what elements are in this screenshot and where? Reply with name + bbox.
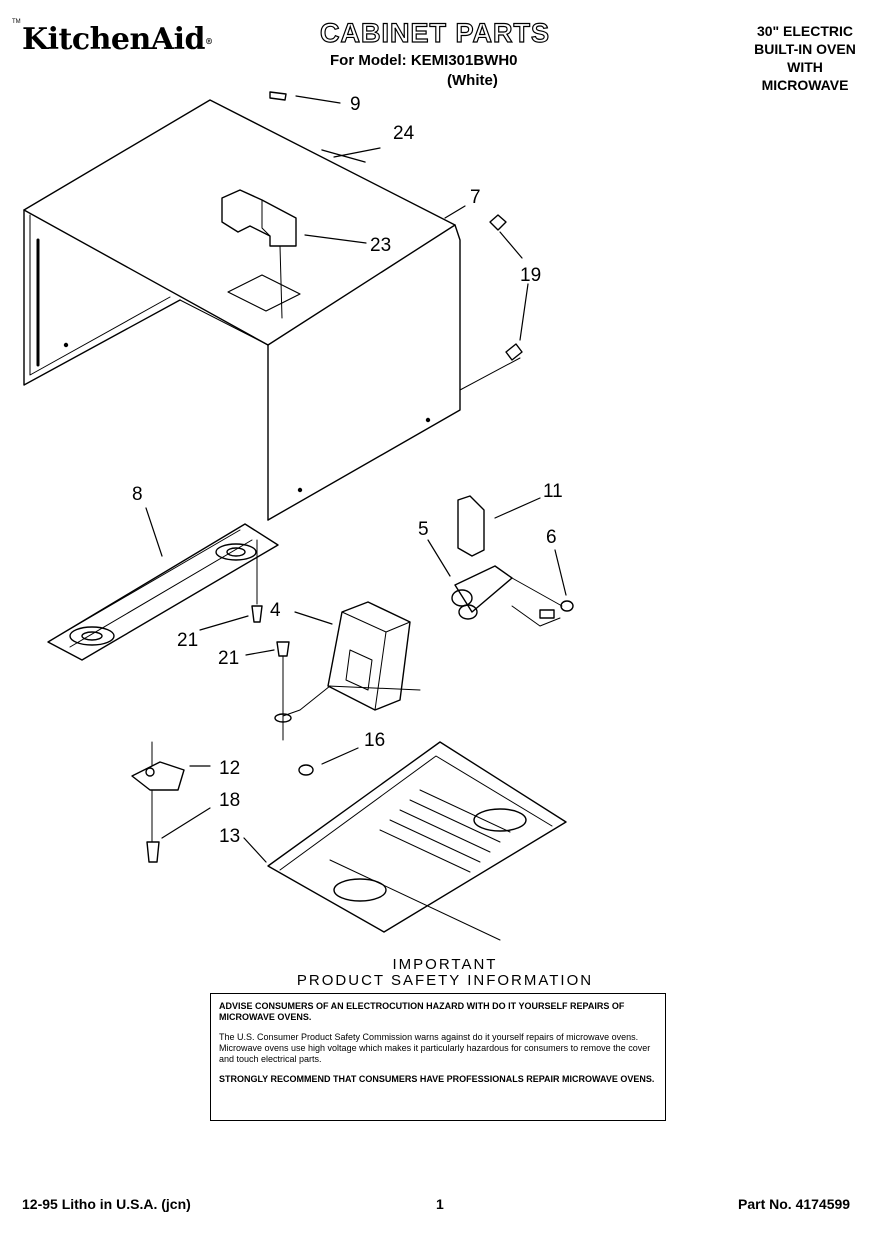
callout-label: 21: [218, 648, 239, 669]
nut-icon: [298, 764, 314, 776]
callout-label: 6: [546, 527, 557, 548]
product-line: WITH: [787, 59, 823, 75]
brand-logo: KitchenAid®: [22, 22, 213, 57]
model-number: For Model: KEMI301BWH0: [330, 52, 518, 69]
callout-label: 23: [370, 235, 391, 256]
callout-label: 12: [219, 758, 240, 779]
leader-lines: [145, 95, 567, 863]
product-line: BUILT-IN OVEN: [754, 41, 856, 57]
product-line: 30" ELECTRIC: [756, 23, 854, 39]
screw-icon: [251, 605, 292, 741]
cabinet-bottom: [267, 741, 567, 941]
product-description: 30" ELECTRIC BUILT-IN OVEN WITH MICROWAV…: [740, 22, 870, 94]
callout-label: 9: [350, 94, 361, 115]
callout-label: 13: [219, 826, 240, 847]
callout-label: 4: [270, 600, 281, 621]
callout-label: 16: [364, 730, 385, 751]
callout-label: 7: [470, 187, 481, 208]
mounting-plate: [131, 741, 185, 863]
safety-heading: IMPORTANT PRODUCT SAFETY INFORMATION: [296, 956, 594, 989]
safety-recommendation: STRONGLY RECOMMEND THAT CONSUMERS HAVE P…: [219, 1074, 655, 1084]
print-info: 12-95 Litho in U.S.A. (jcn): [22, 1196, 191, 1212]
product-line: MICROWAVE: [761, 77, 849, 93]
model-variant: (White): [447, 72, 498, 89]
callout-labels: 9 24 7 23 19 8 11 5 6 4 21 21 16 12 18 1…: [132, 94, 563, 847]
safety-warning: ADVISE CONSUMERS OF AN ELECTROCUTION HAZ…: [219, 1001, 625, 1022]
page-title: CABINET PARTS: [319, 17, 550, 48]
part-number: Part No. 4174599: [738, 1196, 851, 1212]
page-number: 1: [436, 1196, 444, 1212]
cabinet-wrapper: [23, 99, 521, 521]
callout-label: 24: [393, 123, 415, 144]
callout-label: 21: [177, 630, 198, 651]
transformer: [282, 601, 421, 717]
cabinet-bracket: [221, 189, 297, 319]
callout-label: 11: [543, 481, 563, 502]
callout-label: 18: [219, 790, 240, 811]
capacitor: [451, 495, 574, 627]
safety-notice-box: ADVISE CONSUMERS OF AN ELECTROCUTION HAZ…: [210, 993, 666, 1121]
base-support: [47, 523, 279, 661]
screw-icon: [269, 91, 523, 361]
callout-label: 5: [418, 519, 429, 540]
trademark-mark: TM: [12, 19, 21, 25]
insulation-strip: [321, 149, 366, 163]
safety-body: The U.S. Consumer Product Safety Commiss…: [219, 1032, 651, 1064]
callout-label: 19: [520, 265, 541, 286]
callout-label: 8: [132, 484, 143, 505]
